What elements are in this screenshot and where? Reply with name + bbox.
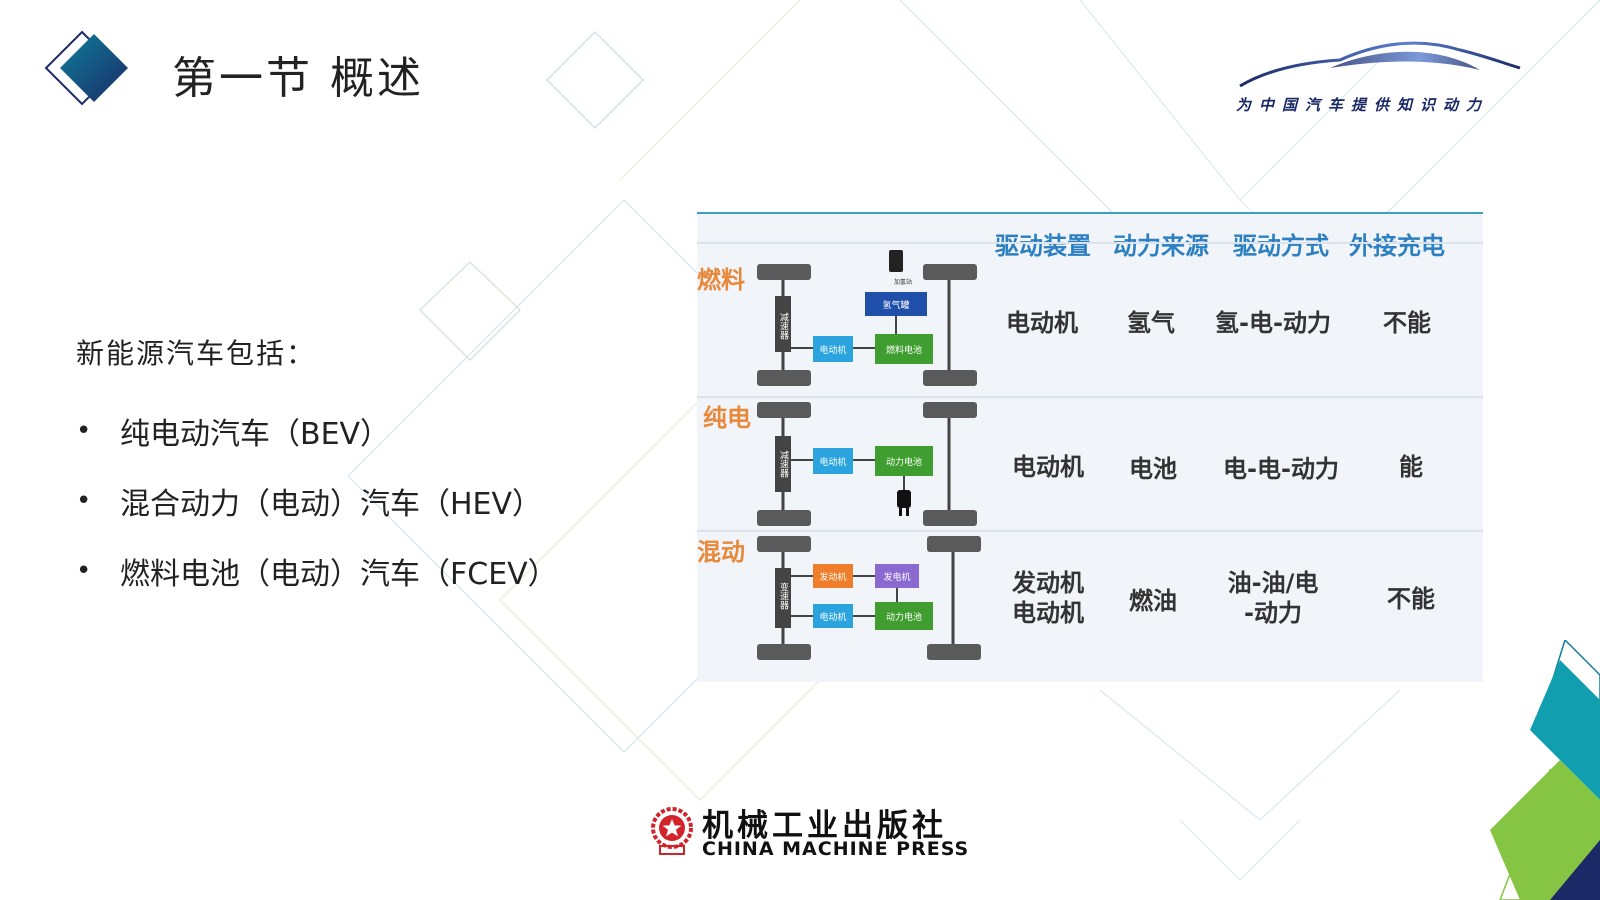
hybrid-drivetrain-diagram: 变速器 发动机 发电机 电动机 动力电池: [757, 536, 981, 660]
list-item: • 纯电动汽车（BEV）: [76, 396, 558, 466]
cell-external-charging: 不能: [1383, 309, 1431, 337]
fuel-cell-drivetrain-diagram: 减速器 电动机 燃料电池 氢气罐 加氢站: [757, 250, 977, 386]
battery-label: 动力电池: [886, 611, 922, 623]
publisher-name-cn: 机械工业出版社: [702, 808, 947, 844]
page-title: 第一节 概述: [172, 53, 424, 104]
list-item-text: 混合动力（电动）汽车（HEV）: [120, 487, 543, 522]
vehicle-type-list: • 纯电动汽车（BEV） • 混合动力（电动）汽车（HEV） • 燃料电池（电动…: [76, 396, 558, 606]
brand-car-logo: [1239, 41, 1521, 88]
gearbox-label: 变速器: [778, 581, 789, 609]
hydrogen-tank-label: 氢气罐: [882, 299, 909, 311]
header-external-charging: 外接充电: [1349, 232, 1445, 260]
list-item: • 燃料电池（电动）汽车（FCEV）: [76, 536, 558, 606]
row-tag-hybrid: 混动: [697, 538, 745, 566]
cell-drive-device: 发动机 电动机: [1012, 569, 1084, 627]
motor-label: 电动机: [819, 456, 846, 468]
row-divider: [697, 530, 1483, 532]
generator-label: 发电机: [883, 571, 910, 583]
cell-drive-mode: 油-油/电 -动力: [1227, 569, 1319, 627]
bullet-icon: •: [76, 416, 92, 446]
battery-label: 动力电池: [886, 456, 922, 468]
row-divider: [697, 242, 1483, 244]
motor-label: 电动机: [819, 344, 846, 356]
reducer-label: 减速器: [778, 311, 789, 339]
bullet-icon: •: [76, 556, 92, 586]
cell-power-source: 燃油: [1129, 587, 1177, 615]
cell-external-charging: 不能: [1387, 585, 1435, 613]
fuel-pump-icon: [889, 250, 903, 272]
publisher-logo-icon: [651, 807, 693, 855]
title-diamond-icon: [44, 30, 128, 106]
cell-drive-device: 电动机: [1006, 309, 1078, 337]
brand-slogan: 为中国汽车提供知识动力: [1236, 96, 1490, 114]
cell-drive-mode: 电-电-动力: [1223, 455, 1339, 483]
cell-external-charging: 能: [1399, 453, 1423, 481]
bullet-icon: •: [76, 486, 92, 516]
row-divider: [697, 396, 1483, 398]
reducer-label: 减速器: [778, 449, 789, 477]
cell-power-source: 电池: [1129, 455, 1177, 483]
intro-text: 新能源汽车包括：: [76, 337, 317, 370]
cell-drive-device: 电动机: [1012, 453, 1084, 481]
row-tag-fuel-cell: 燃料: [697, 266, 745, 294]
powertrain-comparison-figure: 驱动装置 动力来源 驱动方式 外接充电 燃料 减速器 电动机 燃料电池 氢气罐 …: [697, 212, 1483, 682]
list-item-text: 燃料电池（电动）汽车（FCEV）: [120, 557, 558, 592]
row-tag-battery-electric: 纯电: [703, 404, 751, 432]
list-item: • 混合动力（电动）汽车（HEV）: [76, 466, 558, 536]
publisher-name-en: CHINA MACHINE PRESS: [702, 838, 970, 860]
cell-drive-mode: 氢-电-动力: [1215, 309, 1331, 337]
cell-power-source: 氢气: [1127, 309, 1175, 337]
header-drive-device: 驱动装置: [995, 232, 1091, 260]
charging-plug-icon: [897, 490, 911, 508]
header-power-source: 动力来源: [1113, 232, 1209, 260]
header-drive-mode: 驱动方式: [1233, 232, 1329, 260]
engine-label: 发动机: [819, 571, 846, 583]
figure-top-rule: [697, 212, 1483, 214]
hydrogen-station-label: 加氢站: [894, 278, 912, 286]
fuel-cell-label: 燃料电池: [886, 344, 922, 356]
motor-label: 电动机: [819, 611, 846, 623]
list-item-text: 纯电动汽车（BEV）: [120, 417, 391, 452]
corner-diamond-decoration: [1490, 640, 1600, 900]
battery-electric-drivetrain-diagram: 减速器 电动机 动力电池: [757, 402, 977, 526]
